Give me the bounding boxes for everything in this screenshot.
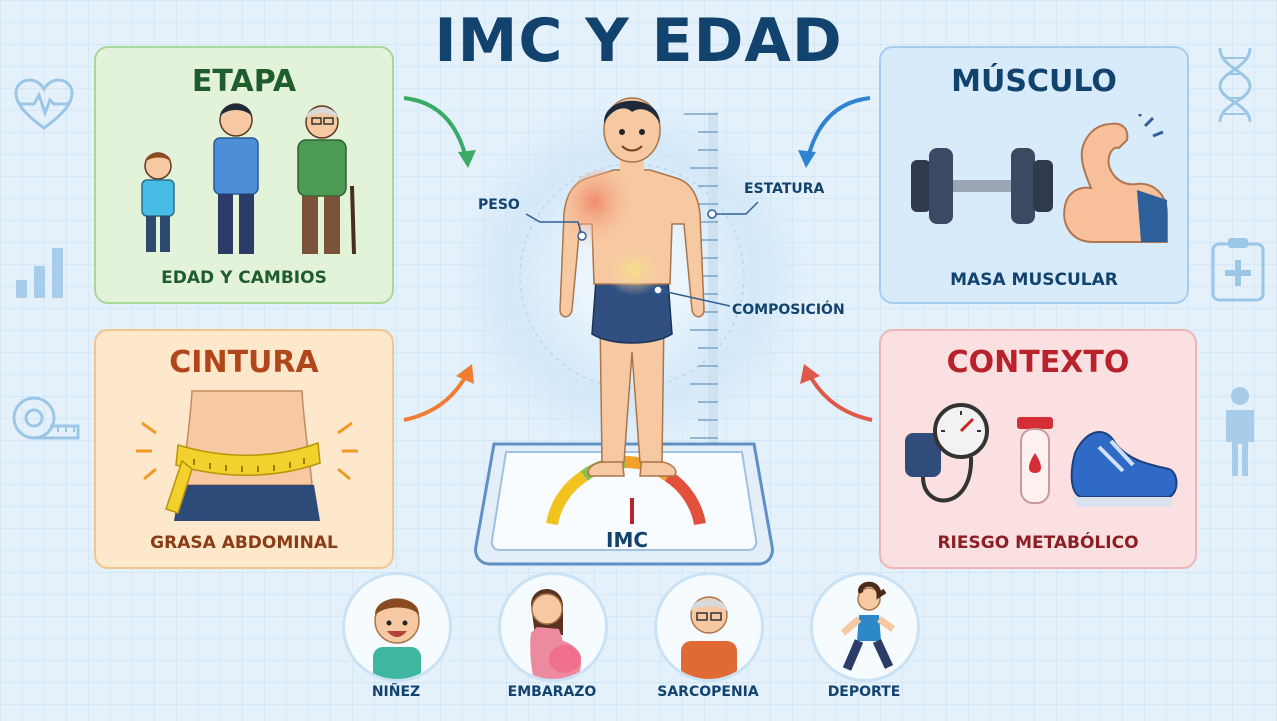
bar-chart-icon — [16, 248, 63, 298]
badge-deporte-label: DEPORTE — [827, 684, 901, 700]
tape-measure-icon — [12, 396, 80, 440]
card-musculo-caption: MASA MUSCULAR — [950, 270, 1118, 290]
badge-embarazo — [498, 572, 608, 682]
arrow-etapa-icon — [403, 96, 476, 168]
card-etapa-caption: EDAD Y CAMBIOS — [161, 268, 327, 288]
label-composicion: COMPOSICIÓN — [732, 302, 845, 318]
card-cintura-caption: GRASA ABDOMINAL — [150, 533, 338, 553]
card-etapa-title: ETAPA — [191, 64, 297, 99]
pregnant-woman-icon — [530, 588, 581, 679]
card-cintura-title: CINTURA — [169, 345, 319, 380]
card-musculo-title: MÚSCULO — [951, 64, 1117, 99]
card-contexto-caption: RIESGO METABÓLICO — [937, 533, 1139, 553]
card-contexto: CONTEXTO RIESGO METABÓLICO — [879, 329, 1197, 569]
card-etapa: ETAPA EDAD Y CAMBIOS — [94, 46, 394, 304]
arrow-cintura-icon — [403, 364, 474, 422]
blood-pressure-monitor-icon — [905, 403, 989, 503]
clipboard-cross-icon — [1211, 238, 1265, 302]
elderly-man-icon — [681, 596, 737, 679]
waist-tape-illustration — [136, 390, 358, 521]
label-peso: PESO — [478, 197, 520, 213]
arrow-contexto-icon — [800, 364, 873, 422]
badge-deporte — [810, 572, 920, 682]
arrow-musculo-icon — [798, 96, 871, 168]
flexed-arm-icon — [1063, 114, 1168, 243]
page-title: IMC Y EDAD — [434, 6, 843, 76]
child-face-icon — [373, 598, 421, 679]
badge-ninez — [342, 572, 452, 682]
dna-icon — [1218, 47, 1252, 123]
center-figure-illustration — [454, 97, 810, 566]
card-contexto-title: CONTEXTO — [946, 345, 1130, 380]
card-cintura: CINTURA GRASA ABDOMINAL — [94, 329, 394, 569]
heart-pulse-icon — [14, 78, 74, 130]
scale-imc-label: IMC — [606, 528, 649, 552]
badge-embarazo-label: EMBARAZO — [507, 684, 597, 700]
age-stages-illustration — [141, 103, 356, 255]
dumbbell-icon — [911, 148, 1053, 224]
runner-icon — [840, 581, 896, 671]
badge-sarcopenia — [654, 572, 764, 682]
person-icon — [1226, 387, 1254, 476]
card-musculo: MÚSCULO MASA MUSCULAR — [879, 46, 1189, 304]
running-shoe-icon — [1070, 431, 1178, 507]
badge-sarcopenia-label: SARCOPENIA — [657, 684, 759, 700]
badge-ninez-label: NIÑEZ — [371, 684, 421, 700]
label-estatura: ESTATURA — [744, 181, 825, 197]
blood-test-tube-icon — [1017, 417, 1053, 504]
